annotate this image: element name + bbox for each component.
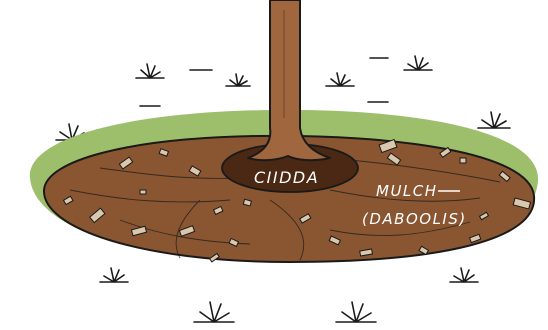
wood-chip — [498, 170, 511, 183]
wood-chip — [468, 233, 482, 244]
wood-chip — [130, 225, 148, 237]
wood-chip — [208, 252, 220, 263]
wood-chip — [139, 189, 147, 195]
grass-tuft — [325, 72, 355, 87]
wood-chip — [418, 245, 430, 256]
wood-chip — [298, 213, 312, 224]
wood-chip — [178, 225, 196, 237]
grass-tuft — [135, 63, 165, 79]
soil-label: CIIDDA — [254, 168, 319, 187]
grass-tuft — [477, 111, 511, 129]
mulch-label-translation: (DABOOLIS) — [362, 210, 467, 228]
wood-chip — [328, 235, 342, 246]
wood-chip — [89, 207, 106, 224]
wood-chip — [212, 205, 224, 216]
wood-chip — [359, 248, 374, 257]
grass-tuft — [449, 267, 479, 283]
grass-tuft — [335, 301, 377, 323]
wood-chip — [512, 197, 532, 210]
wood-chip — [242, 198, 252, 207]
wood-chip — [228, 237, 240, 248]
grass-tuft — [225, 73, 251, 87]
tree-trunk — [247, 0, 331, 162]
mulch-texture — [69, 159, 501, 261]
grass-tuft — [99, 267, 129, 283]
grass-tuft — [403, 55, 433, 71]
wood-chip — [62, 195, 74, 206]
wood-chip — [378, 138, 398, 154]
wood-chip — [478, 211, 490, 221]
wood-chip — [118, 156, 134, 170]
wood-chip — [459, 157, 467, 164]
mulch-label: MULCH — [376, 182, 438, 200]
wood-chip — [158, 148, 170, 157]
grass-tuft — [193, 301, 235, 323]
wood-chip — [386, 152, 402, 166]
wood-chip — [188, 165, 202, 177]
wood-chip — [439, 146, 452, 159]
grass-tufts — [55, 55, 511, 323]
